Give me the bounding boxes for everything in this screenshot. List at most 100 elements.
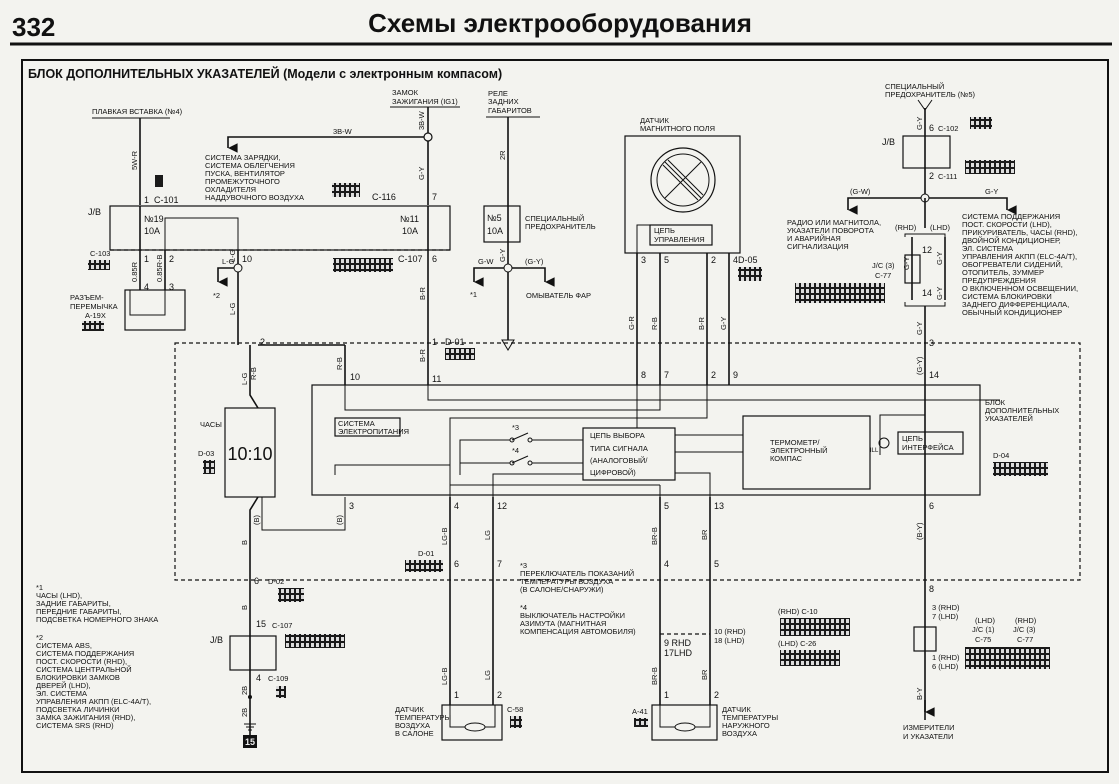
wire-label: G-Y bbox=[915, 117, 924, 130]
ignition-label: ЗАМОК bbox=[392, 88, 419, 97]
power-system bbox=[334, 417, 401, 437]
additional-gauges-unit bbox=[311, 384, 981, 496]
wire-label: L-G bbox=[228, 249, 237, 262]
connector-icon bbox=[155, 175, 163, 187]
wire-label: 3B-W bbox=[333, 127, 353, 136]
svg-text:ВЫКЛЮЧАТЕЛЬ НАСТРОЙКИ: ВЫКЛЮЧАТЕЛЬ НАСТРОЙКИ bbox=[520, 611, 625, 620]
svg-text:ОХЛАДИТЕЛЯ: ОХЛАДИТЕЛЯ bbox=[205, 185, 256, 194]
svg-text:ЦЕПЬ: ЦЕПЬ bbox=[654, 226, 675, 235]
svg-text:ОТОПИТЕЛЬ, ЗУММЕР: ОТОПИТЕЛЬ, ЗУММЕР bbox=[962, 268, 1044, 277]
connector-icon bbox=[993, 462, 1048, 476]
pin-label: 1 bbox=[144, 195, 149, 205]
special-fuse-label: ПРЕДОХРАНИТЕЛЬ bbox=[525, 222, 596, 231]
pin-label: 13 bbox=[714, 501, 724, 511]
svg-text:ИНТЕРФЕЙСА: ИНТЕРФЕЙСА bbox=[902, 443, 954, 452]
pin-label: 12 bbox=[922, 245, 932, 255]
module-boundary bbox=[174, 342, 1081, 581]
connector-icon bbox=[738, 267, 762, 281]
connector-icon bbox=[332, 183, 360, 197]
wire-label: BR-B bbox=[650, 527, 659, 545]
wire-label: G-Y bbox=[985, 187, 998, 196]
connector-jc1: J/C (1) bbox=[972, 625, 995, 634]
inside-sensor-label: ДАТЧИК ТЕМПЕРАТУРЫ ВОЗДУХА В САЛОНЕ bbox=[395, 705, 451, 738]
compass-coil-icon bbox=[650, 147, 716, 213]
tail-relay-label: ГАБАРИТОВ bbox=[488, 106, 532, 115]
svg-text:ПРОМЕЖУТОЧНОГО: ПРОМЕЖУТОЧНОГО bbox=[205, 177, 280, 186]
mag-sensor-label: ДАТЧИК bbox=[640, 116, 669, 125]
mag-sensor-label: МАГНИТНОГО ПОЛЯ bbox=[640, 124, 715, 133]
wire-label: L-G bbox=[228, 302, 237, 315]
bulb-label: ILL bbox=[870, 448, 879, 454]
pin-label: 18 (LHD) bbox=[714, 636, 745, 645]
wire-label: B-Y bbox=[915, 687, 924, 700]
pin-label: 7 bbox=[497, 559, 502, 569]
wire-label: G-Y bbox=[498, 249, 507, 262]
svg-text:*4: *4 bbox=[520, 603, 527, 612]
connector-c111: C-111 bbox=[938, 172, 957, 181]
pin-label: 6 bbox=[454, 559, 459, 569]
wire-label: LG bbox=[483, 670, 492, 680]
control-circuit bbox=[649, 224, 713, 246]
pin-label: 1 bbox=[454, 690, 459, 700]
pin-label: 2 bbox=[169, 254, 174, 264]
connector-c77: C-77 bbox=[1017, 635, 1033, 644]
pin-label: 7 (LHD) bbox=[932, 612, 959, 621]
connector-c102: C-102 bbox=[938, 124, 958, 133]
special-fuse-label: СПЕЦИАЛЬНЫЙ bbox=[525, 214, 584, 223]
svg-text:ПЕРЕДНИЕ ГАБАРИТЫ,: ПЕРЕДНИЕ ГАБАРИТЫ, bbox=[36, 607, 121, 616]
fuse-amp: 10A bbox=[402, 226, 418, 236]
junction-block-right bbox=[902, 135, 951, 169]
jumper-connector bbox=[124, 289, 186, 331]
svg-text:ПОДСВЕТКА НОМЕРНОГО ЗНАКА: ПОДСВЕТКА НОМЕРНОГО ЗНАКА bbox=[36, 615, 158, 624]
wire-label: L-G bbox=[240, 372, 249, 385]
wire-label: LG-B bbox=[440, 527, 449, 545]
wire-label: (G-Y) bbox=[525, 257, 544, 266]
clock-label: ЧАСЫ bbox=[200, 420, 222, 429]
pin-label: 1 bbox=[664, 690, 669, 700]
svg-text:ЦИФРОВОЙ): ЦИФРОВОЙ) bbox=[590, 468, 636, 477]
thermometer-compass bbox=[742, 415, 871, 490]
connector-icon bbox=[88, 260, 110, 270]
wire-label: (B) bbox=[335, 515, 344, 526]
pin-label: 14 bbox=[922, 288, 932, 298]
svg-text:ДВЕРЕЙ (LHD),: ДВЕРЕЙ (LHD), bbox=[36, 681, 91, 690]
jumper-label: РАЗЪЕМ- bbox=[70, 293, 104, 302]
svg-text:ПУСКА, ВЕНТИЛЯТОР: ПУСКА, ВЕНТИЛЯТОР bbox=[205, 169, 285, 178]
svg-text:ПОДСВЕТКА ЛИЧИНКИ: ПОДСВЕТКА ЛИЧИНКИ bbox=[36, 705, 119, 714]
tail-relay-label: ЗАДНИХ bbox=[488, 97, 519, 106]
connector-a19x: A-19X bbox=[85, 311, 106, 320]
wire-label: G-W bbox=[478, 257, 494, 266]
connector-icon bbox=[634, 718, 648, 727]
svg-text:ЧАСЫ (LHD),: ЧАСЫ (LHD), bbox=[36, 591, 82, 600]
pin-label: 6 (LHD) bbox=[932, 662, 959, 671]
svg-text:ДАТЧИК: ДАТЧИК bbox=[722, 705, 751, 714]
svg-text:СИСТЕМА ЦЕНТРАЛЬНОЙ: СИСТЕМА ЦЕНТРАЛЬНОЙ bbox=[36, 665, 132, 674]
signal-select-circuit bbox=[582, 427, 676, 481]
connector-icon bbox=[82, 321, 104, 331]
wire-label: G-Y bbox=[417, 167, 426, 180]
wire-label: G-Y bbox=[902, 257, 911, 270]
wire-label: G-Y bbox=[935, 287, 944, 300]
thermistor-icon bbox=[674, 722, 696, 732]
wire-label: LG-B bbox=[440, 667, 449, 685]
pin-label: 2 bbox=[714, 690, 719, 700]
wire-label: 2B bbox=[240, 686, 249, 695]
pin-label: 3 bbox=[169, 282, 174, 292]
clock-display: 10:10 bbox=[227, 444, 272, 464]
wire-label: 3B-W bbox=[417, 110, 426, 130]
svg-text:КОМПЕНСАЦИЯ АВТОМОБИЛЯ): КОМПЕНСАЦИЯ АВТОМОБИЛЯ) bbox=[520, 627, 636, 636]
module-label: УКАЗАТЕЛЕЙ bbox=[985, 414, 1033, 423]
charging-system-text: СИСТЕМА ЗАРЯДКИ, СИСТЕМА ОБЛЕГЧЕНИЯ ПУСК… bbox=[205, 153, 304, 202]
connector-icon bbox=[276, 686, 286, 698]
svg-text:УКАЗАТЕЛИ ПОВОРОТА: УКАЗАТЕЛИ ПОВОРОТА bbox=[787, 226, 874, 235]
gauges-label: ИЗМЕРИТЕЛИ bbox=[903, 723, 954, 732]
svg-text:(АНАЛОГОВЫЙ/: (АНАЛОГОВЫЙ/ bbox=[590, 456, 648, 465]
connector-icon bbox=[780, 650, 840, 666]
svg-text:ВОЗДУХА: ВОЗДУХА bbox=[722, 729, 757, 738]
pin-label: 8 bbox=[929, 584, 934, 594]
junction-block bbox=[109, 205, 451, 251]
connector-c75: C-75 bbox=[975, 635, 991, 644]
connector-d01: D-01 bbox=[418, 549, 434, 558]
